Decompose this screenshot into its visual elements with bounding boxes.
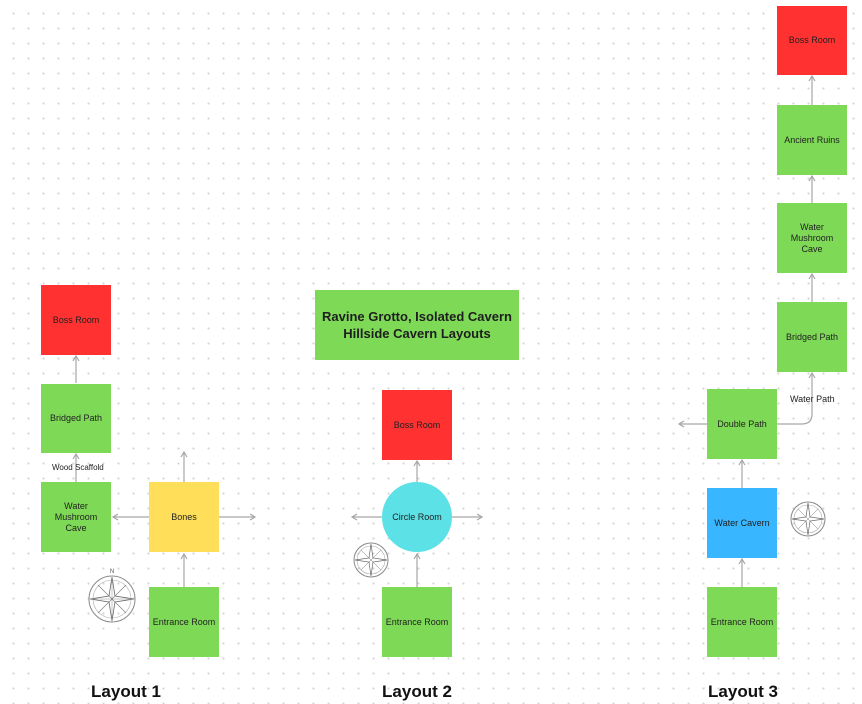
layout3-water-cavern: Water Cavern: [707, 488, 777, 558]
layout1-water-mushroom-cave: Water Mushroom Cave: [41, 482, 111, 552]
layout1-boss-room: Boss Room: [41, 285, 111, 355]
layout1-bridged-path: Bridged Path: [41, 384, 111, 453]
layout2-boss-room: Boss Room: [382, 390, 452, 460]
layout2-circle-room: Circle Room: [382, 482, 452, 552]
layout2-label: Layout 2: [382, 682, 452, 701]
compass-rose-icon: [353, 542, 389, 578]
layout3-label: Layout 3: [708, 682, 778, 701]
layout1-label: Layout 1: [91, 682, 161, 701]
layout3-double-path: Double Path: [707, 389, 777, 459]
layout3-water-path-label: Water Path: [790, 394, 835, 404]
compass-rose-icon: N: [88, 569, 136, 623]
layout1-bones-room: Bones: [149, 482, 219, 552]
title-line-2: Hillside Cavern Layouts: [343, 326, 491, 341]
layout3-water-mushroom-cave: Water Mushroom Cave: [777, 203, 847, 273]
title-line-1: Ravine Grotto, Isolated Cavern: [322, 309, 512, 324]
layout3-entrance-room: Entrance Room: [707, 587, 777, 657]
layout3-bridged-path: Bridged Path: [777, 302, 847, 372]
layout1-wood-scaffold-label: Wood Scaffold: [52, 463, 104, 472]
layout1-entrance-room: Entrance Room: [149, 587, 219, 657]
diagram-title: Ravine Grotto, Isolated Cavern Hillside …: [315, 290, 519, 360]
layout3-boss-room: Boss Room: [777, 6, 847, 75]
compass-rose-icon: [790, 501, 826, 537]
connector-double-path-to-bridged-path: [777, 371, 816, 425]
layout2-entrance-room: Entrance Room: [382, 587, 452, 657]
layout3-ancient-ruins: Ancient Ruins: [777, 105, 847, 175]
compass-north-label: N: [110, 569, 114, 575]
